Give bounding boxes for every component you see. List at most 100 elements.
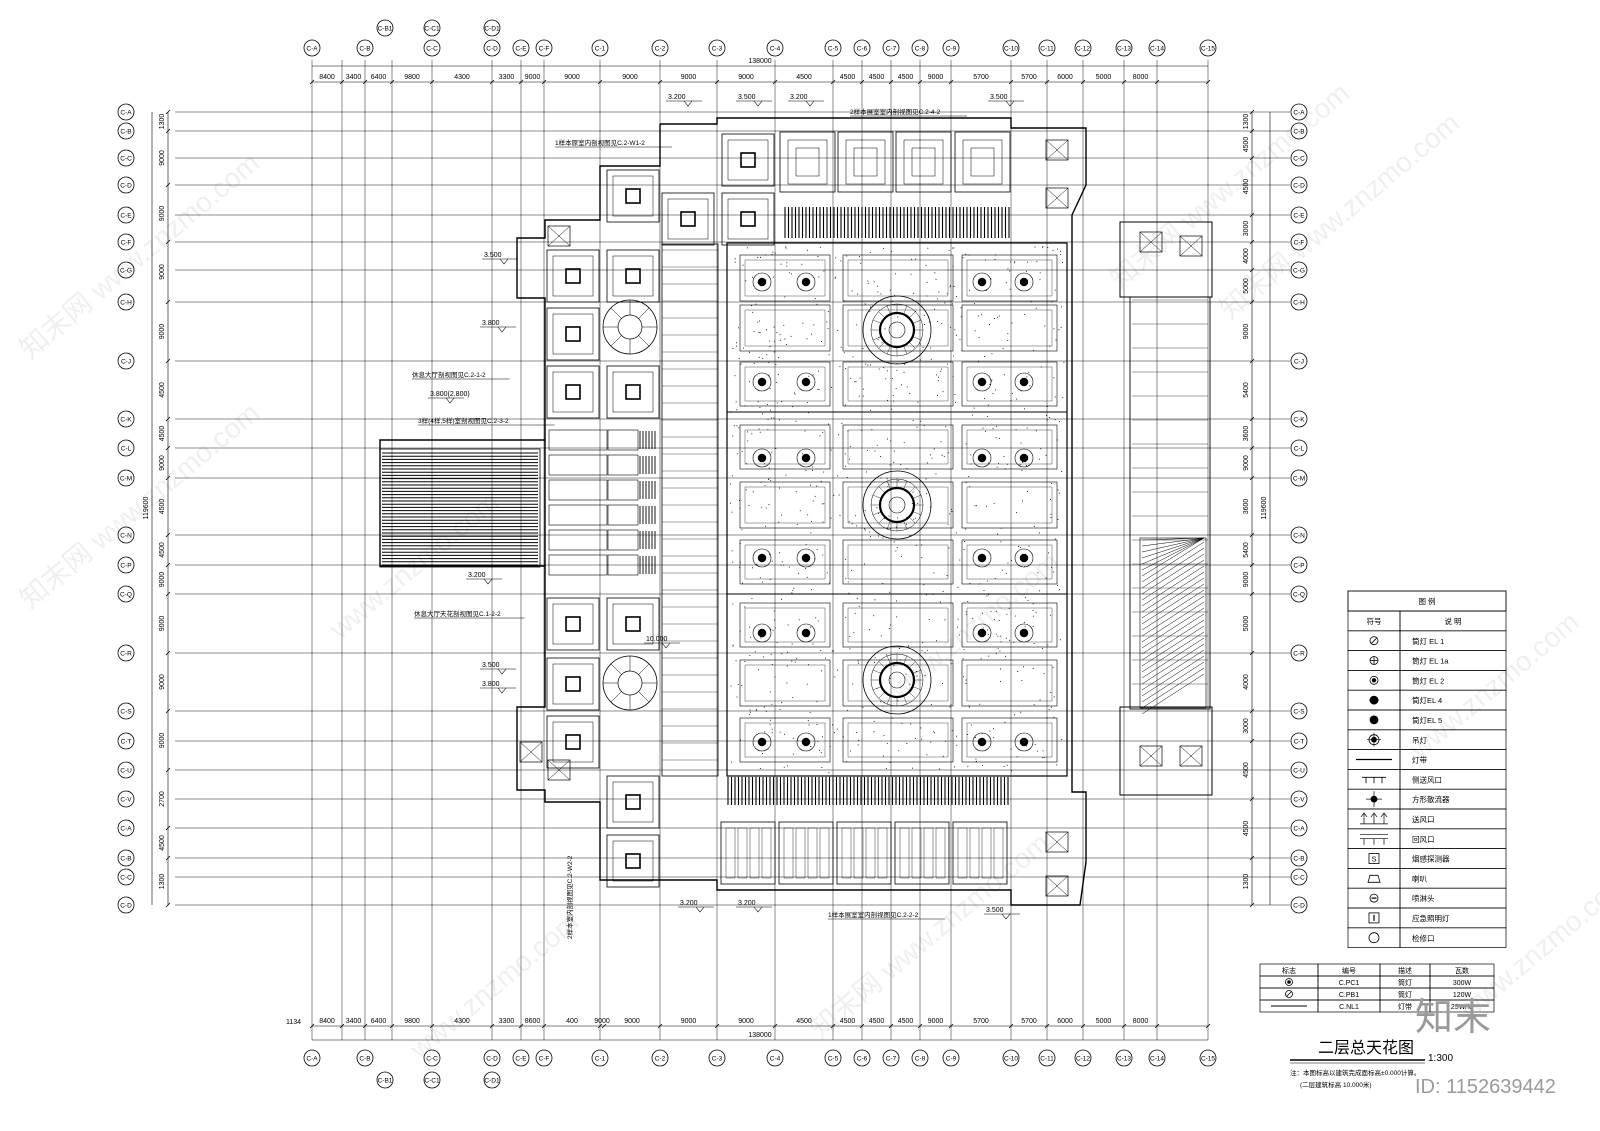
- ceiling-speckle: [965, 528, 967, 530]
- ceiling-speckle: [788, 272, 790, 274]
- building-outline: [379, 117, 1087, 906]
- ceiling-speckle: [779, 334, 781, 336]
- ceiling-speckle: [774, 341, 775, 343]
- axis-bubble-top: [651, 39, 669, 57]
- ceiling-speckle: [783, 766, 785, 768]
- ceiling-speckle: [969, 582, 971, 584]
- chandelier-rib: [903, 655, 908, 665]
- top-dim-tick: [772, 79, 778, 85]
- ceiling-speckle: [750, 711, 751, 713]
- ceiling-speckle: [772, 629, 774, 631]
- ceiling-speckle: [1014, 261, 1016, 263]
- ceiling-speckle: [774, 619, 775, 621]
- ceiling-speckle: [957, 618, 959, 620]
- level-mark-label: 3.500: [986, 907, 1004, 914]
- ceiling-speckle: [791, 643, 793, 645]
- ceiling-speckle: [771, 451, 773, 453]
- ceiling-speckle: [930, 741, 932, 743]
- ceiling-speckle: [962, 658, 964, 660]
- ceiling-speckle: [1050, 706, 1052, 708]
- ceiling-speckle: [883, 518, 885, 520]
- hatch-line: [1141, 537, 1205, 547]
- axis-bubble-top-label: C-8: [915, 46, 926, 53]
- elevator-cross: [1045, 187, 1069, 209]
- axis-bubble-bottom: [591, 1049, 609, 1067]
- ceiling-speckle: [761, 459, 763, 460]
- south-exhibit-panel: [761, 827, 772, 879]
- axis-bubble-left: [117, 352, 135, 370]
- downlight-ring: [972, 372, 992, 392]
- ceiling-speckle: [996, 425, 998, 427]
- axis-bubble-top-label: C-D: [486, 46, 498, 53]
- ceiling-speckle: [817, 389, 819, 390]
- ceiling-speckle: [805, 470, 807, 472]
- ceiling-speckle: [895, 388, 897, 389]
- legend-row-label: 回风口: [1412, 835, 1435, 844]
- ceiling-speckle: [873, 615, 875, 617]
- ceiling-speckle: [993, 737, 995, 739]
- square-coffer-mid: [612, 781, 654, 823]
- ceiling-speckle: [755, 710, 757, 712]
- ceiling-speckle: [774, 627, 776, 629]
- ceiling-speckle: [891, 408, 893, 410]
- right-dim-tick: [1249, 128, 1255, 134]
- axis-bubble-left-label: C-J: [121, 359, 131, 366]
- ceiling-speckle: [887, 528, 889, 530]
- elevator-cross: [1045, 831, 1069, 853]
- ceiling-speckle: [862, 388, 864, 390]
- ceiling-speckle: [840, 346, 842, 348]
- downlight-core: [757, 737, 767, 747]
- ceiling-speckle: [880, 293, 882, 295]
- ceiling-speckle: [956, 744, 958, 746]
- chandelier-rib: [908, 661, 916, 669]
- ceiling-speckle: [805, 544, 807, 545]
- rotunda-rib: [638, 691, 650, 703]
- ceiling-speckle: [926, 493, 928, 495]
- downlight-core: [1019, 553, 1029, 563]
- square-coffer-mid: [727, 198, 769, 240]
- ceiling-speckle: [998, 619, 1000, 621]
- ceiling-speckle: [756, 709, 758, 711]
- bottom-dim-label: 4500: [869, 1018, 885, 1025]
- chandelier-center: [888, 496, 906, 514]
- left-extra-label: 1134: [286, 1019, 301, 1026]
- ceiling-speckle: [831, 650, 833, 652]
- ceiling-speckle: [741, 529, 743, 531]
- chandelier-rib: [886, 695, 891, 705]
- ceiling-speckle: [817, 256, 819, 257]
- ceiling-speckle: [924, 324, 925, 325]
- ceiling-speckle: [942, 755, 944, 757]
- ceiling-speckle: [949, 513, 951, 515]
- ceiling-speckle: [773, 326, 775, 328]
- ceiling-speckle: [736, 345, 737, 347]
- axis-bubble-bottom: [1115, 1049, 1133, 1067]
- ceiling-speckle: [732, 603, 734, 605]
- axis-bubble-right: [1290, 261, 1308, 279]
- axis-bubble-right: [1290, 849, 1308, 867]
- right-dim-tick: [1249, 239, 1255, 245]
- axis-bubble-top: [882, 39, 900, 57]
- ceiling-speckle: [806, 576, 808, 578]
- ceiling-speckle: [763, 706, 765, 708]
- ceiling-speckle: [1000, 541, 1002, 543]
- ceiling-speckle: [810, 746, 812, 747]
- ceiling-speckle: [873, 720, 875, 722]
- ceiling-speckle: [1029, 385, 1031, 387]
- ceiling-speckle: [897, 700, 899, 702]
- legend-row-label: 侧送风口: [1412, 774, 1442, 784]
- hatch-line: [1141, 537, 1205, 577]
- ceiling-speckle: [792, 753, 794, 755]
- ceiling-speckle: [1042, 246, 1044, 247]
- ceiling-speckle: [846, 709, 848, 711]
- ceiling-speckle: [767, 429, 769, 431]
- downlight-el5-icon: [1369, 715, 1379, 725]
- ceiling-speckle: [791, 273, 792, 275]
- ceiling-speckle: [999, 315, 1000, 317]
- axis-bubble-right-label: C-D: [1293, 903, 1305, 910]
- ceiling-speckle: [910, 273, 912, 275]
- ceiling-speckle: [928, 619, 930, 620]
- ceiling-speckle: [941, 454, 943, 456]
- ceiling-speckle: [787, 651, 788, 653]
- ceiling-speckle: [898, 645, 900, 647]
- ceiling-speckle: [1057, 489, 1059, 491]
